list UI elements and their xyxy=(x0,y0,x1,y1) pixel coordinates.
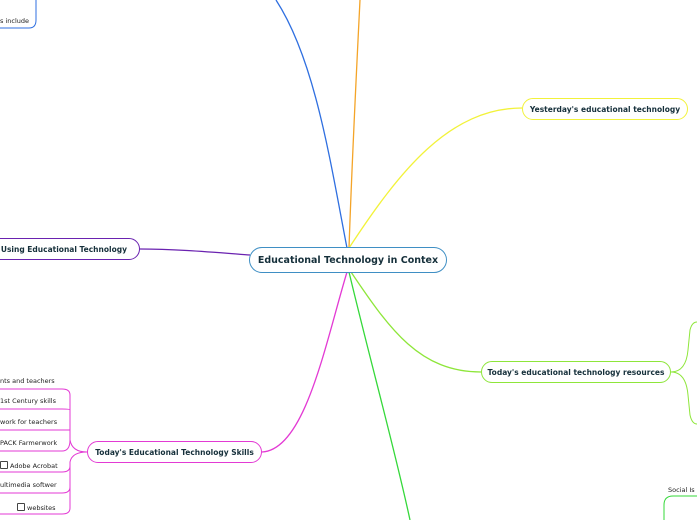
skills-item[interactable]: nts and teachers xyxy=(0,377,55,385)
checkbox-icon[interactable] xyxy=(0,461,8,469)
skills-item[interactable]: Adobe Acrobat xyxy=(0,461,58,470)
topic-yesterday[interactable]: Yesterday's educational technology xyxy=(522,98,688,120)
skills-item[interactable]: work for teachers xyxy=(0,418,58,426)
connector-using xyxy=(139,248,251,256)
connector-skills xyxy=(261,271,348,453)
topic-resources[interactable]: Today's educational technology resources xyxy=(481,361,671,383)
connector-yesterday xyxy=(348,107,523,249)
connector-top-blue xyxy=(275,0,348,249)
connector-top-orange xyxy=(348,0,361,249)
topic-resources-label: Today's educational technology resources xyxy=(487,367,665,377)
topic-using[interactable]: or Using Educational Technology xyxy=(0,238,140,260)
social-item[interactable]: Social Is xyxy=(668,486,695,494)
checkbox-icon[interactable] xyxy=(17,503,25,511)
central-topic[interactable]: Educational Technology in Contex xyxy=(249,247,447,273)
topic-using-label: or Using Educational Technology xyxy=(0,244,127,254)
connector-bottom-green xyxy=(348,271,411,520)
connector-resources xyxy=(350,271,482,373)
social-connector xyxy=(663,495,697,520)
topic-skills[interactable]: Today's Educational Technology Skills xyxy=(87,441,262,463)
top-leaf-label: s include xyxy=(0,17,30,25)
skills-item[interactable]: 1st Century skills xyxy=(0,397,57,405)
top-leaf-connector xyxy=(0,0,37,29)
topic-yesterday-label: Yesterday's educational technology xyxy=(529,104,681,114)
top-leaf[interactable]: s include xyxy=(0,18,29,25)
skills-item[interactable]: ultimedia softwer xyxy=(0,481,57,489)
topic-skills-label: Today's Educational Technology Skills xyxy=(95,447,254,457)
skills-item-connectors xyxy=(0,388,88,515)
skills-item[interactable]: PACK Farmerwork xyxy=(0,439,58,447)
central-topic-label: Educational Technology in Contex xyxy=(257,254,439,266)
resources-sub-connector xyxy=(670,321,697,373)
skills-item[interactable]: websites xyxy=(17,503,56,512)
